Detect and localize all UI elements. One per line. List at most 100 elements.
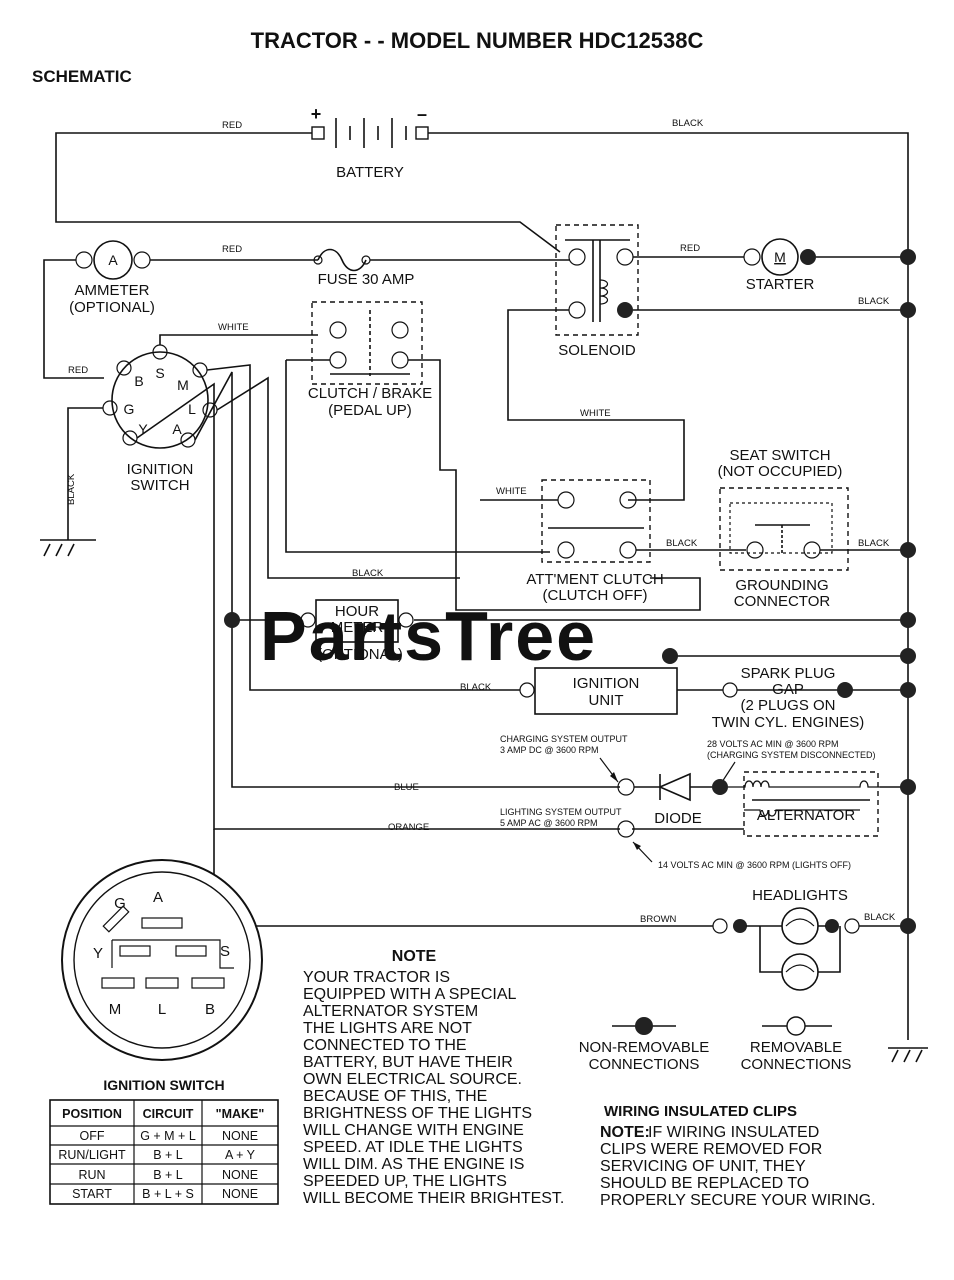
wire-label-black: BLACK (666, 538, 698, 549)
diode-label: DIODE (654, 810, 702, 827)
non-removable-connection (900, 542, 916, 558)
alternator: ALTERNATOR (728, 771, 880, 837)
table-cell: G + M + L (140, 1129, 196, 1143)
non-removable-label: NON-REMOVABLE (579, 1039, 710, 1056)
table-cell: START (72, 1187, 112, 1201)
table-cell: A + Y (225, 1148, 256, 1162)
note-line: SPEED. AT IDLE THE LIGHTS (303, 1139, 523, 1156)
face-pin-m: M (109, 1001, 122, 1018)
lighting-output-spec: 5 AMP AC @ 3600 RPM (500, 818, 598, 828)
wire-label-blue: BLUE (394, 782, 419, 793)
seat-switch: SEAT SWITCH (NOT OCCUPIED) GROUNDING CON… (718, 447, 849, 610)
pin-label-g: G (124, 401, 135, 417)
wire-label-black: BLACK (858, 296, 890, 307)
table-cell: NONE (222, 1168, 258, 1182)
wire-label-white: WHITE (218, 322, 249, 333)
note-heading: NOTE (392, 948, 437, 965)
attachment-clutch-sublabel: (CLUTCH OFF) (543, 587, 648, 604)
ignition-switch-label: IGNITION (127, 461, 194, 478)
ignition-table-title: IGNITION SWITCH (103, 1077, 224, 1093)
non-removable-connection (224, 612, 240, 628)
ignition-circuit-table: IGNITION SWITCH POSITION CIRCUIT "MAKE" … (49, 1077, 279, 1205)
note-line: BATTERY, BUT HAVE THEIR (303, 1054, 513, 1071)
watermark: PartsTree (260, 597, 597, 675)
face-pin-g: G (114, 895, 126, 912)
diode: DIODE (617, 772, 712, 827)
hour-meter-label-2: METER (331, 619, 384, 636)
pin-label-b: B (134, 373, 143, 389)
wire-label-black: BLACK (66, 473, 77, 505)
table-cell: B + L + S (142, 1187, 194, 1201)
battery: + – BATTERY (311, 104, 429, 181)
clips-line: SHOULD BE REPLACED TO (600, 1175, 809, 1192)
pin-label-m: M (177, 377, 189, 393)
table-cell: NONE (222, 1129, 258, 1143)
headlights: HEADLIGHTS (712, 887, 860, 991)
wire-label-red: RED (222, 120, 242, 131)
wire-label-white: WHITE (580, 408, 611, 419)
non-removable-connection (900, 612, 916, 628)
clips-note-label: NOTE: (600, 1124, 650, 1141)
fuse: FUSE 30 AMP (313, 248, 414, 288)
charging-output-spec: 3 AMP DC @ 3600 RPM (500, 745, 599, 755)
spark-plug-gap: SPARK PLUG GAP (2 PLUGS ON TWIN CYL. ENG… (712, 665, 865, 731)
page-subtitle: SCHEMATIC (32, 67, 132, 86)
table-cell: RUN/LIGHT (58, 1148, 126, 1162)
removable-label: REMOVABLE (750, 1039, 842, 1056)
connection-legend: NON-REMOVABLE CONNECTIONS REMOVABLE CONN… (579, 1016, 852, 1073)
table-header-position: POSITION (62, 1107, 122, 1121)
pin-label-l: L (188, 401, 196, 417)
starter: M STARTER (743, 238, 816, 293)
starter-label: STARTER (746, 276, 815, 293)
solenoid: SOLENOID (555, 224, 639, 359)
note-line: OWN ELECTRICAL SOURCE. (303, 1071, 522, 1088)
wire-label-orange: ORANGE (388, 822, 429, 833)
wire-label-brown: BROWN (640, 914, 677, 925)
hour-meter: HOUR METER (OPTIONAL) (300, 599, 414, 663)
table-header-circuit: CIRCUIT (143, 1107, 194, 1121)
battery-minus-sign: – (417, 104, 427, 124)
face-pin-y: Y (93, 945, 103, 962)
non-removable-connection (837, 682, 853, 698)
removable-label-2: CONNECTIONS (741, 1056, 852, 1073)
note-line: THE LIGHTS ARE NOT (303, 1020, 472, 1037)
non-removable-connection (662, 648, 678, 664)
wire-label-black: BLACK (460, 682, 492, 693)
pin-label-a: A (172, 421, 182, 437)
volts28-sublabel: (CHARGING SYSTEM DISCONNECTED) (707, 750, 876, 760)
wire-label-black: BLACK (858, 538, 890, 549)
page-title: TRACTOR - - MODEL NUMBER HDC12538C (251, 28, 704, 53)
non-removable-connection (900, 918, 916, 934)
non-removable-legend-dot (635, 1017, 653, 1035)
face-pin-a: A (153, 889, 163, 906)
ignition-unit-label-2: UNIT (589, 692, 624, 709)
face-pin-b: B (205, 1001, 215, 1018)
non-removable-connection (900, 302, 916, 318)
wire-label-red: RED (68, 365, 88, 376)
clutch-brake-switch: CLUTCH / BRAKE (PEDAL UP) (308, 301, 432, 419)
grounding-connector-label: GROUNDING (735, 577, 828, 594)
lighting-output-label: LIGHTING SYSTEM OUTPUT (500, 807, 622, 817)
spark-plug-label-4: TWIN CYL. ENGINES) (712, 714, 865, 731)
ignition-unit-label: IGNITION (573, 675, 640, 692)
table-header-make: "MAKE" (216, 1107, 265, 1121)
charging-output-label: CHARGING SYSTEM OUTPUT (500, 734, 628, 744)
note-line: ALTERNATOR SYSTEM (303, 1003, 478, 1020)
note-line: WILL CHANGE WITH ENGINE (303, 1122, 524, 1139)
non-removable-connection (900, 249, 916, 265)
wiring-clips-note: WIRING INSULATED CLIPS NOTE: IF WIRING I… (600, 1103, 876, 1209)
clips-line: CLIPS WERE REMOVED FOR (600, 1141, 822, 1158)
wire-label-black: BLACK (352, 568, 384, 579)
ignition-switch: S B M G L Y A IGNITION SWITCH (102, 344, 218, 494)
spark-plug-label-2: GAP (772, 681, 804, 698)
non-removable-connection (900, 648, 916, 664)
table-cell: NONE (222, 1187, 258, 1201)
table-cell: OFF (80, 1129, 105, 1143)
wire-label-white: WHITE (496, 486, 527, 497)
pin-label-y: Y (138, 421, 148, 437)
table-cell: B + L (153, 1168, 183, 1182)
spark-plug-label: SPARK PLUG (741, 665, 836, 682)
wire-label-black: BLACK (864, 912, 896, 923)
clutch-brake-label: CLUTCH / BRAKE (308, 385, 432, 402)
